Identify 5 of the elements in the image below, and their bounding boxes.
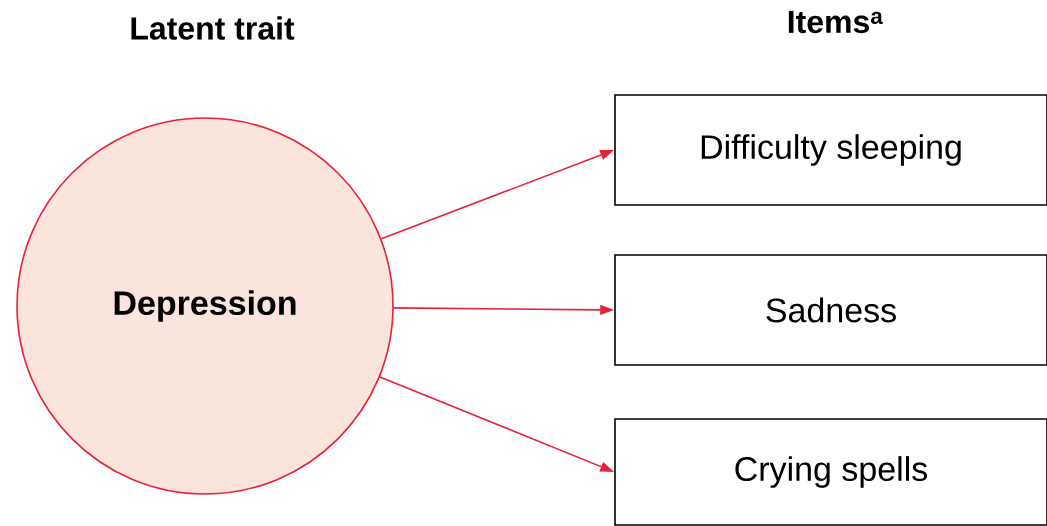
item-box: Sadness [614, 254, 1047, 366]
column-heading: Items$^{a}$ [788, 10, 883, 34]
column-heading: Latent trait [131, 16, 295, 40]
item-box: Crying spells [614, 418, 1047, 526]
item-box: Difficulty sleeping [614, 94, 1047, 206]
